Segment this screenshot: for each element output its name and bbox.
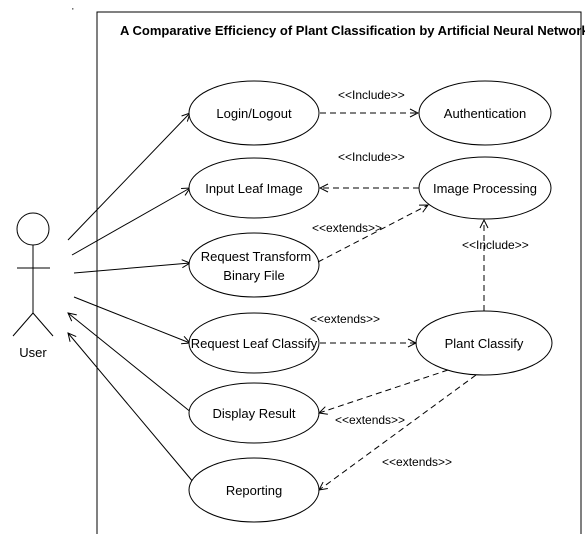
actor-left-leg — [12, 312, 34, 337]
dep-classify-to-display — [319, 369, 449, 413]
actor-user — [12, 212, 54, 337]
rel-transform-imgproc-label: <<extends>> — [312, 221, 382, 235]
rel-input-imgproc-label: <<Include>> — [338, 150, 405, 164]
header-glyph: ฺ — [72, 8, 74, 10]
uc-login-logout-label: Login/Logout — [216, 106, 292, 121]
uc-request-transform-label-1: Request Transform — [201, 249, 312, 264]
uc-request-transform — [188, 232, 320, 298]
actor-right-leg — [32, 312, 54, 337]
uc-reporting-label: Reporting — [226, 483, 282, 498]
assoc-display-result — [68, 313, 193, 414]
assoc-reporting — [68, 333, 195, 484]
rel-classify-imgproc-label: <<Include>> — [462, 238, 529, 252]
uc-display-result-label: Display Result — [212, 406, 295, 421]
actor-label: User — [19, 345, 47, 360]
uc-request-transform-label-2: Binary File — [223, 268, 284, 283]
uc-login-logout — [188, 80, 320, 146]
dep-classify-to-reporting — [319, 374, 477, 490]
dep-transform-to-imgproc — [317, 205, 428, 263]
rel-reporting-classify-label: <<extends>> — [382, 455, 452, 469]
assoc-request-classify — [73, 296, 190, 343]
uc-request-leaf-classify-label: Request Leaf Classify — [191, 336, 318, 351]
uc-input-leaf-image-label: Input Leaf Image — [205, 181, 303, 196]
uc-authentication — [418, 80, 552, 146]
system-title: A Comparative Efficiency of Plant Classi… — [120, 23, 585, 38]
assoc-login — [67, 113, 190, 241]
uc-image-processing-label: Image Processing — [433, 181, 537, 196]
uc-plant-classify-label: Plant Classify — [445, 336, 524, 351]
system-boundary — [96, 11, 582, 534]
uc-authentication-label: Authentication — [444, 106, 526, 121]
associations — [67, 113, 195, 484]
assoc-request-transform — [73, 263, 190, 274]
assoc-input-leaf — [71, 188, 190, 256]
rel-login-auth-label: <<Include>> — [338, 88, 405, 102]
uc-request-leaf-classify — [188, 312, 320, 374]
rel-request-classify-label: <<extends>> — [310, 312, 380, 326]
actor-head — [16, 212, 50, 246]
rel-display-classify-label: <<extends>> — [335, 413, 405, 427]
